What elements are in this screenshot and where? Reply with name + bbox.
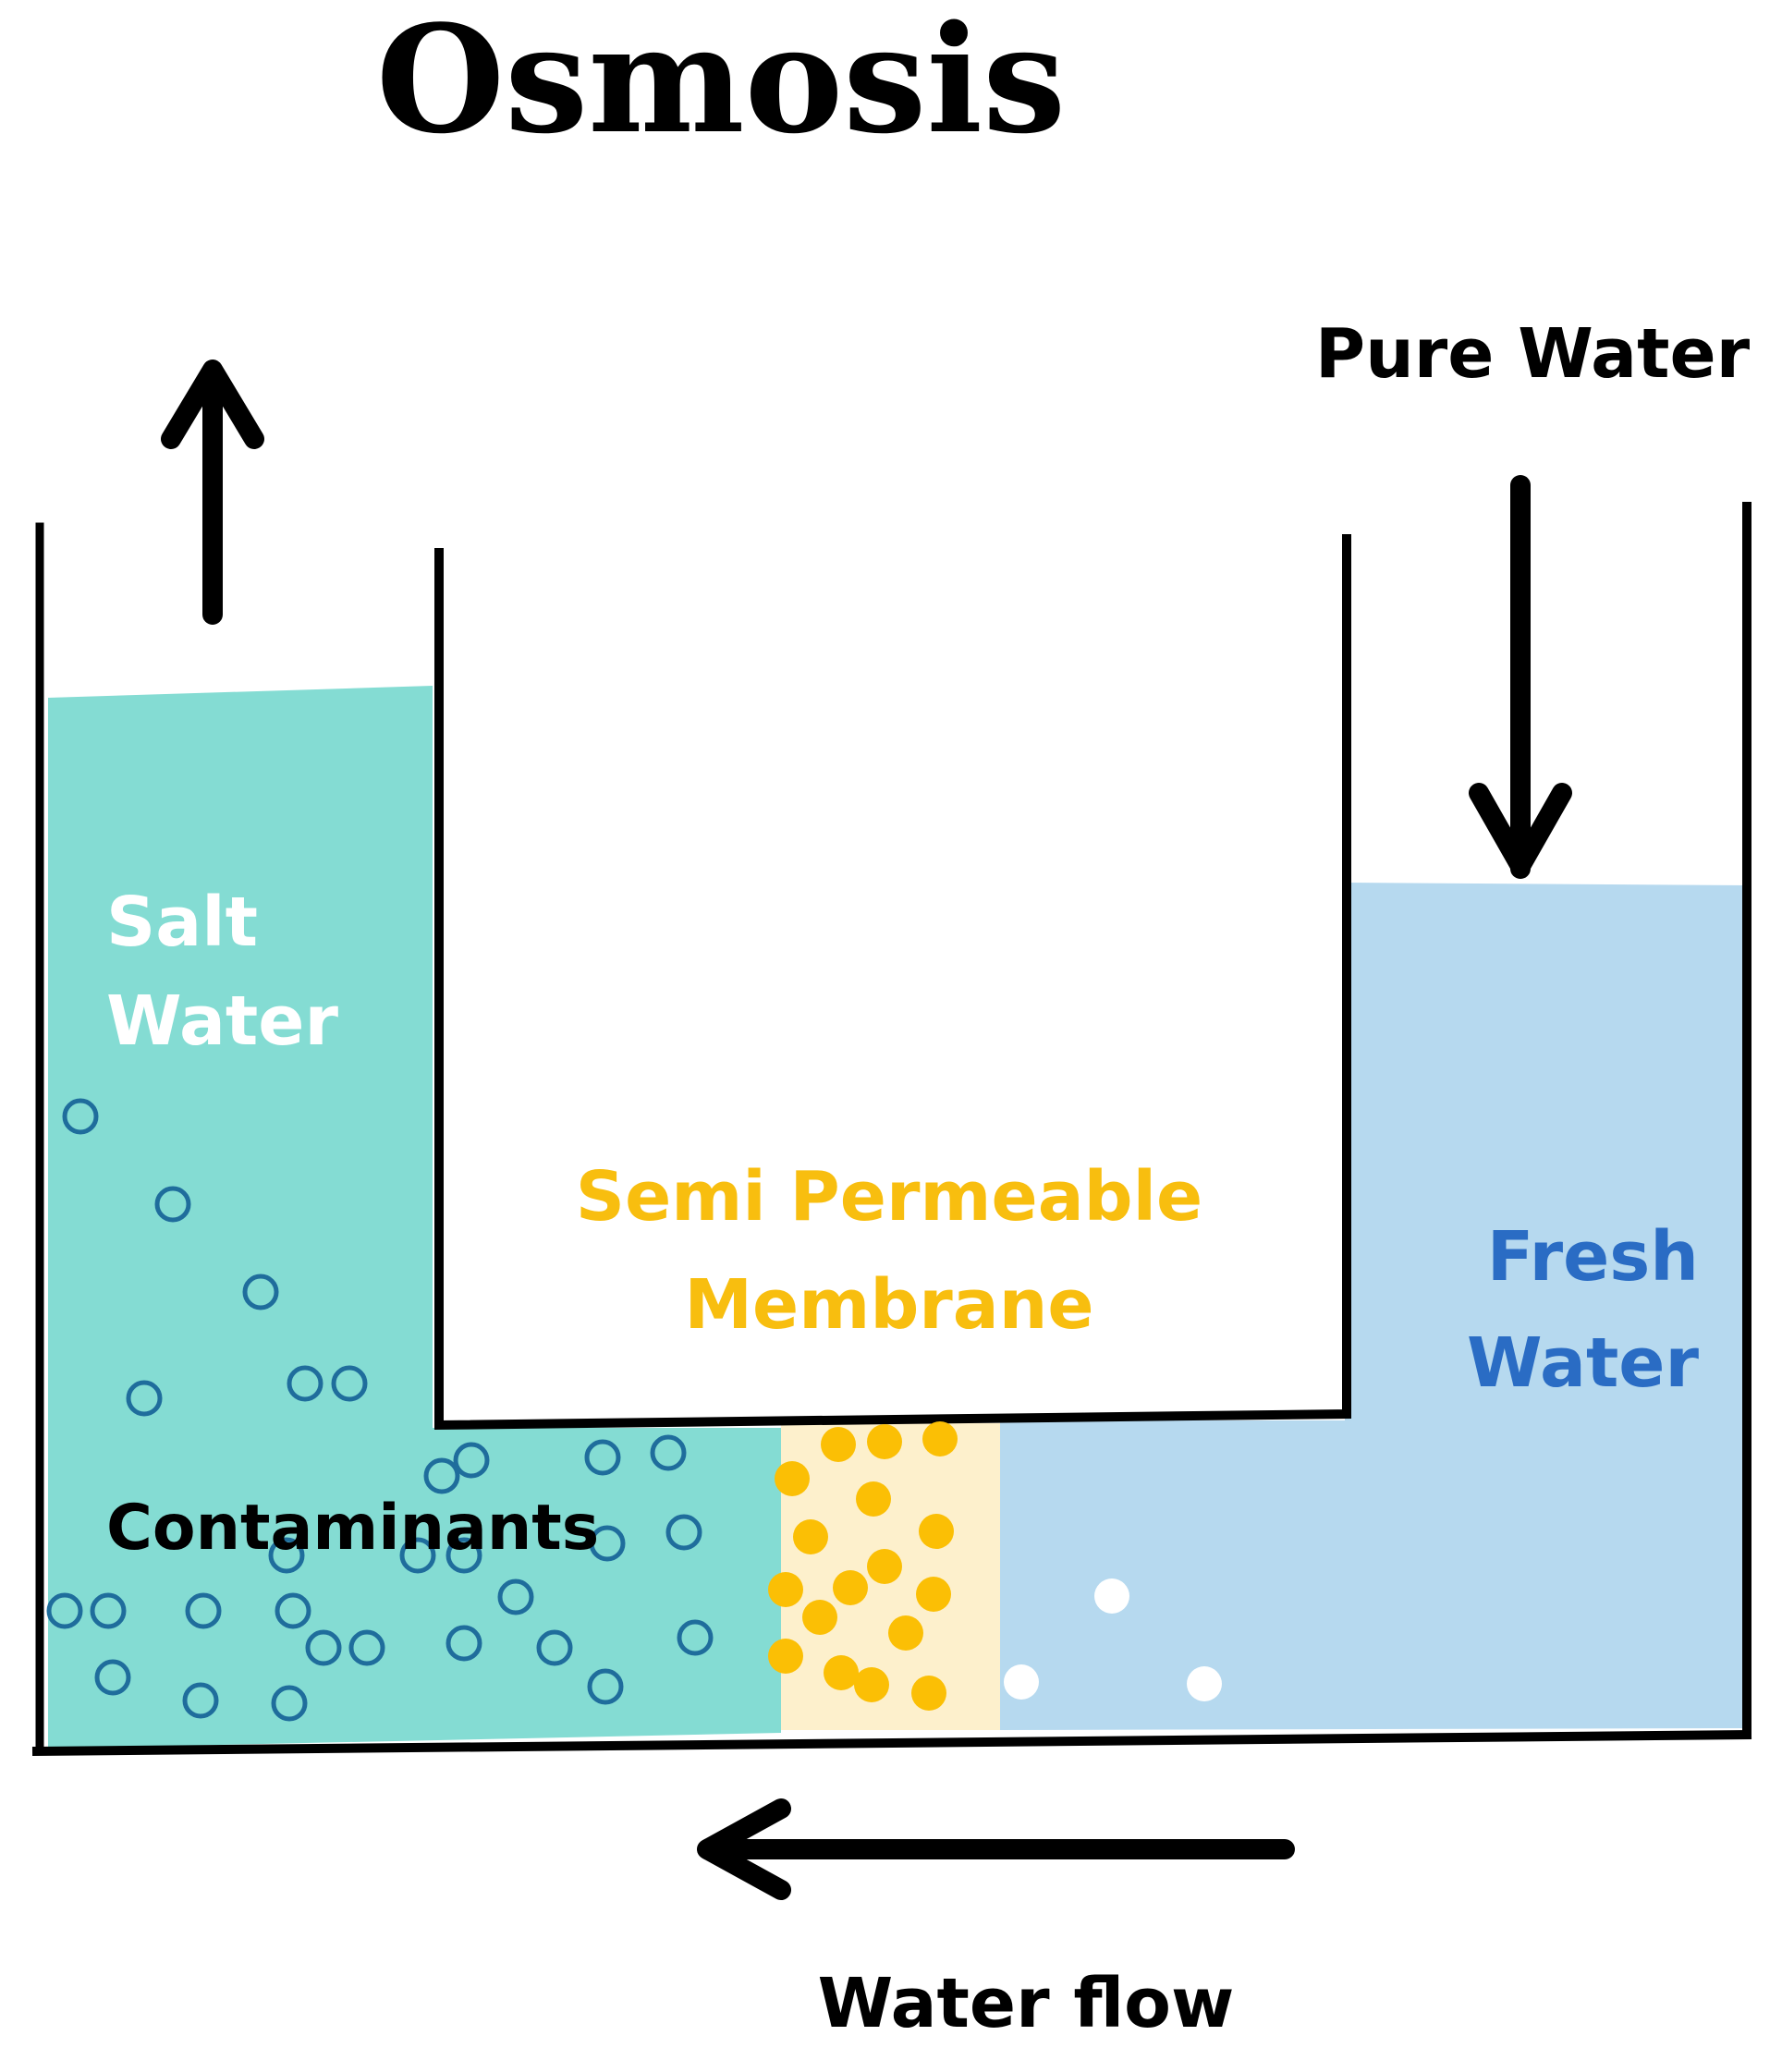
membrane-label-line2: Membrane (684, 1265, 1093, 1345)
fresh-water-particle (1004, 1664, 1039, 1700)
contaminant-particle (182, 1682, 219, 1719)
contaminant-particle (446, 1537, 482, 1574)
contaminant-particle (154, 1186, 191, 1223)
membrane-particle (775, 1461, 810, 1496)
membrane-particle (793, 1519, 828, 1554)
membrane-particle (768, 1639, 803, 1674)
contaminant-particle (589, 1525, 626, 1562)
contaminant-particle (305, 1629, 342, 1666)
contaminant-particle (242, 1274, 279, 1310)
salt-water-label-line1: Salt (106, 883, 258, 962)
membrane-particle (768, 1572, 803, 1607)
contaminant-particle (126, 1380, 163, 1417)
arrow-down-icon (1469, 475, 1572, 879)
contaminant-particle (650, 1434, 687, 1471)
contaminant-particle (587, 1668, 624, 1705)
fresh-water-region (1000, 883, 1749, 1730)
membrane-particle (867, 1424, 902, 1459)
salt-water-label-line2: Water (106, 981, 338, 1061)
contaminant-particle (677, 1619, 714, 1656)
contaminant-particle (584, 1439, 621, 1476)
fresh-water-particle (1094, 1578, 1129, 1614)
contaminant-particle (423, 1457, 460, 1494)
salt-water-region (48, 686, 781, 1749)
contaminant-particle (665, 1514, 702, 1551)
membrane-particle (854, 1667, 889, 1702)
contaminant-particle (348, 1629, 385, 1666)
contaminant-particle (271, 1685, 308, 1722)
contaminant-particle (46, 1592, 83, 1629)
pure-water-label: Pure Water (1315, 314, 1751, 394)
contaminant-particle (453, 1442, 490, 1479)
membrane-particle (821, 1427, 856, 1462)
contaminant-particle (287, 1365, 323, 1402)
contaminant-particle (497, 1578, 534, 1615)
contaminant-particle (399, 1537, 436, 1574)
contaminant-particles (46, 1098, 714, 1722)
membrane-particle (916, 1577, 951, 1612)
membrane-particle (911, 1676, 946, 1711)
arrow-up-icon (161, 360, 264, 625)
membrane-particle (867, 1549, 902, 1584)
membrane-particle (922, 1421, 958, 1456)
membrane-particle (824, 1655, 859, 1690)
fresh-water-label-line1: Fresh (1487, 1217, 1699, 1297)
container-outline (31, 502, 1752, 1757)
contaminant-particle (536, 1629, 573, 1666)
contaminant-particle (185, 1592, 222, 1629)
contaminant-particle (94, 1659, 131, 1696)
arrow-left-icon (697, 1798, 1295, 1900)
contaminant-particle (62, 1098, 99, 1135)
contaminant-particle (446, 1625, 482, 1662)
contaminant-particle (268, 1537, 305, 1574)
membrane-particle (802, 1600, 837, 1635)
diagram-title: Osmosis (376, 0, 1066, 166)
membrane-particle (856, 1481, 891, 1517)
membrane-particle (888, 1615, 923, 1651)
membrane-particle (833, 1570, 868, 1605)
fresh-water-label-line2: Water (1467, 1323, 1699, 1403)
membrane-label-line1: Semi Permeable (576, 1157, 1202, 1237)
contaminant-particle (331, 1365, 368, 1402)
contaminants-label: Contaminants (106, 1492, 599, 1565)
contaminant-particle (275, 1592, 311, 1629)
fresh-water-particle (1187, 1666, 1222, 1701)
water-flow-label: Water flow (818, 1964, 1235, 2043)
contaminant-particle (90, 1592, 127, 1629)
fresh-water-particles (1004, 1578, 1222, 1701)
membrane-particles (768, 1421, 958, 1711)
membrane-particle (919, 1514, 954, 1549)
